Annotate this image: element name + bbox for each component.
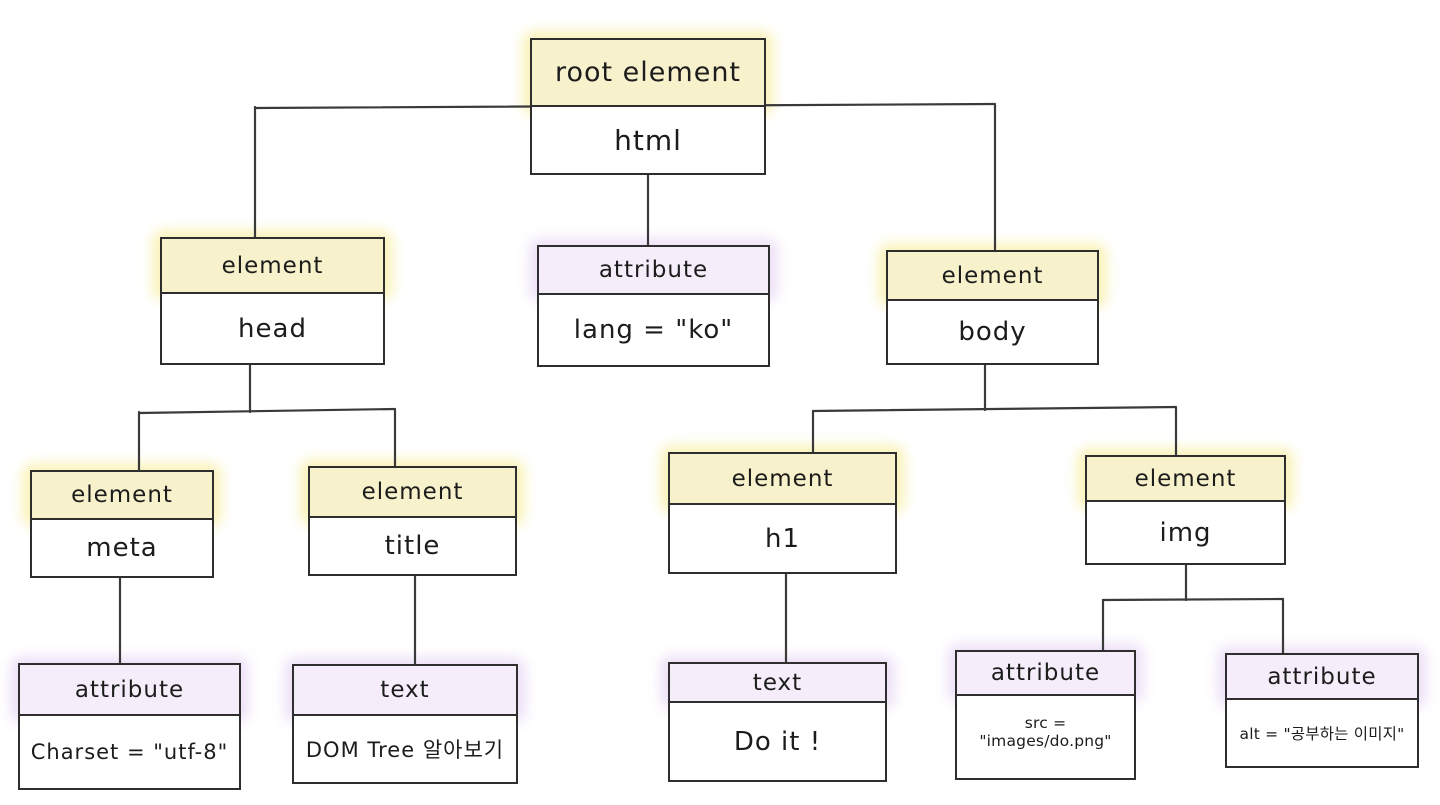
node-img: element img (1085, 455, 1286, 565)
node-title-type: element (310, 468, 515, 518)
node-img-value: img (1159, 517, 1212, 548)
node-meta-value: meta (86, 533, 158, 563)
node-lang-value: lang = "ko" (573, 315, 734, 345)
node-h1-text-value: Do it ! (733, 726, 822, 757)
node-src-type: attribute (957, 652, 1134, 696)
node-html: root element html (530, 38, 766, 175)
node-h1-value: h1 (764, 523, 801, 554)
node-body-type: element (888, 252, 1097, 301)
node-src-value: src = "images/do.png" (979, 714, 1112, 750)
node-lang-attribute: attribute lang = "ko" (537, 245, 770, 367)
node-alt-value: alt = "공부하는 이미지" (1239, 725, 1405, 743)
node-charset-attribute: attribute Charset = "utf-8" (18, 663, 241, 790)
node-meta-type: element (32, 472, 212, 520)
node-h1: element h1 (668, 452, 897, 574)
node-h1-text: text Do it ! (668, 662, 887, 782)
node-img-type: element (1087, 457, 1284, 502)
node-alt-type: attribute (1227, 655, 1417, 700)
node-html-type: root element (532, 40, 764, 107)
node-src-attribute: attribute src = "images/do.png" (955, 650, 1136, 780)
node-title: element title (308, 466, 517, 576)
node-head-type: element (162, 239, 383, 294)
node-html-value: html (614, 123, 682, 157)
node-charset-type: attribute (20, 665, 239, 716)
node-lang-type: attribute (539, 247, 768, 295)
node-body-value: body (958, 317, 1027, 347)
node-title-text-value: DOM Tree 알아보기 (305, 738, 505, 762)
node-body: element body (886, 250, 1099, 365)
node-title-text-type: text (294, 666, 516, 716)
node-meta: element meta (30, 470, 214, 578)
node-h1-type: element (670, 454, 895, 505)
node-h1-text-type: text (670, 664, 885, 703)
node-charset-value: Charset = "utf-8" (30, 740, 229, 764)
node-head: element head (160, 237, 385, 365)
node-head-value: head (238, 313, 307, 344)
node-title-value: title (384, 531, 441, 561)
node-title-text: text DOM Tree 알아보기 (292, 664, 518, 784)
node-alt-attribute: attribute alt = "공부하는 이미지" (1225, 653, 1419, 768)
